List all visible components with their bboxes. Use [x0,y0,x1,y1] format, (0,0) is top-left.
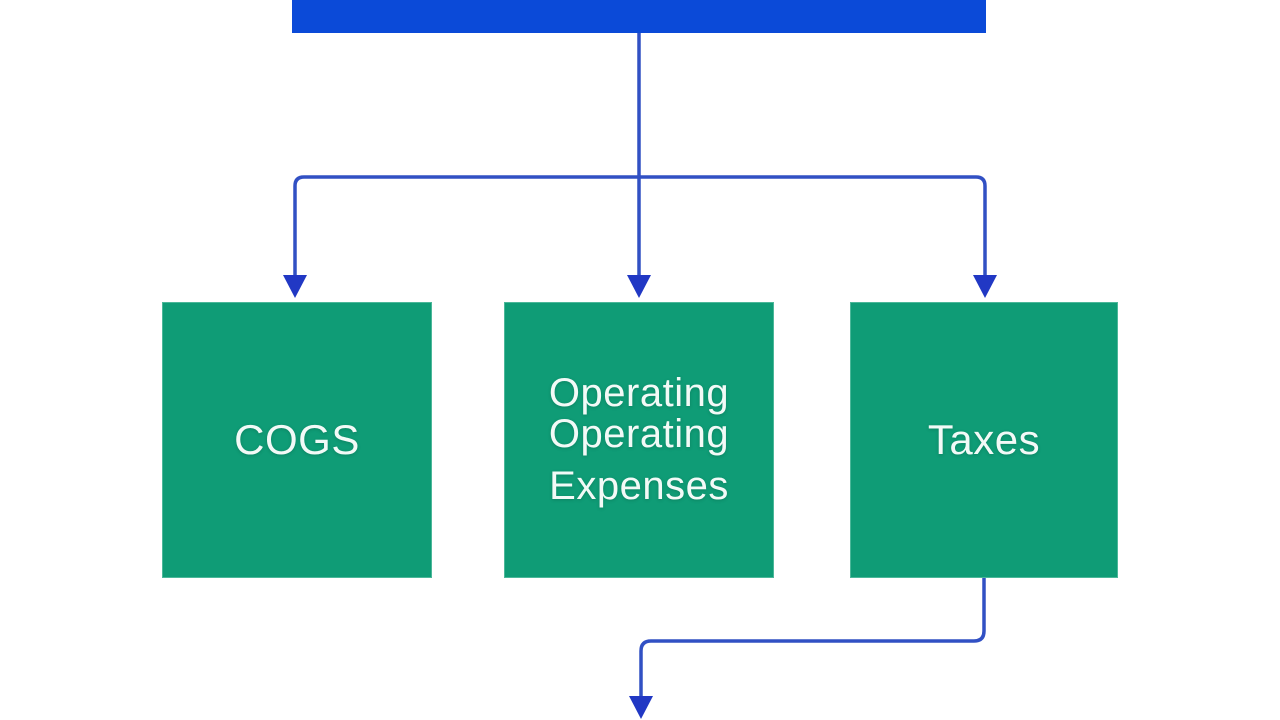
opex-label-line-2: Operating [548,411,730,456]
arrowhead-center-icon [627,275,651,298]
node-taxes[interactable]: Taxes [850,302,1118,578]
opex-label-line-1: Operating [548,370,730,415]
node-cogs-label: COGS [234,416,360,463]
node-cogs[interactable]: COGS [162,302,432,578]
arrowhead-right-icon [973,275,997,298]
connector-branch-right [639,175,987,278]
node-operating-expenses-label: Operating Operating Expenses [548,370,730,509]
arrowhead-bottom-icon [629,696,653,719]
opex-label-line-3: Expenses [549,464,729,509]
connector-taxes-to-bottom [639,578,986,697]
node-taxes-label: Taxes [927,416,1041,463]
arrowhead-left-icon [283,275,307,298]
connector-branch-left [293,175,639,278]
node-top-bar[interactable] [292,0,986,33]
node-operating-expenses[interactable]: Operating Operating Expenses [504,302,774,578]
